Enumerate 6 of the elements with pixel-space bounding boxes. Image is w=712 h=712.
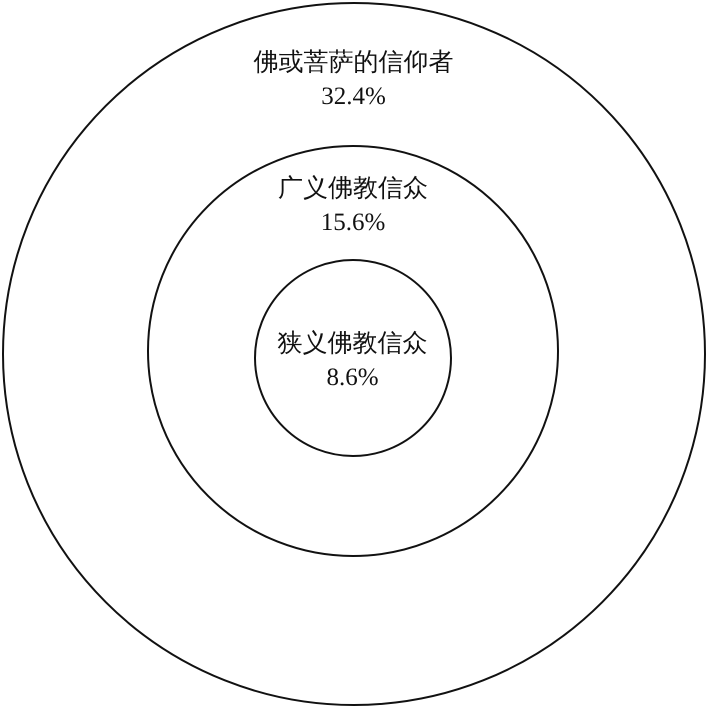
percentage-label: 32.4% bbox=[321, 82, 386, 112]
percentage-label: 8.6% bbox=[326, 362, 379, 392]
category-label: 佛或菩萨的信仰者 bbox=[254, 48, 454, 78]
category-label: 广义佛教信众 bbox=[278, 174, 428, 204]
category-label: 狭义佛教信众 bbox=[278, 328, 428, 358]
percentage-label: 15.6% bbox=[320, 208, 386, 238]
